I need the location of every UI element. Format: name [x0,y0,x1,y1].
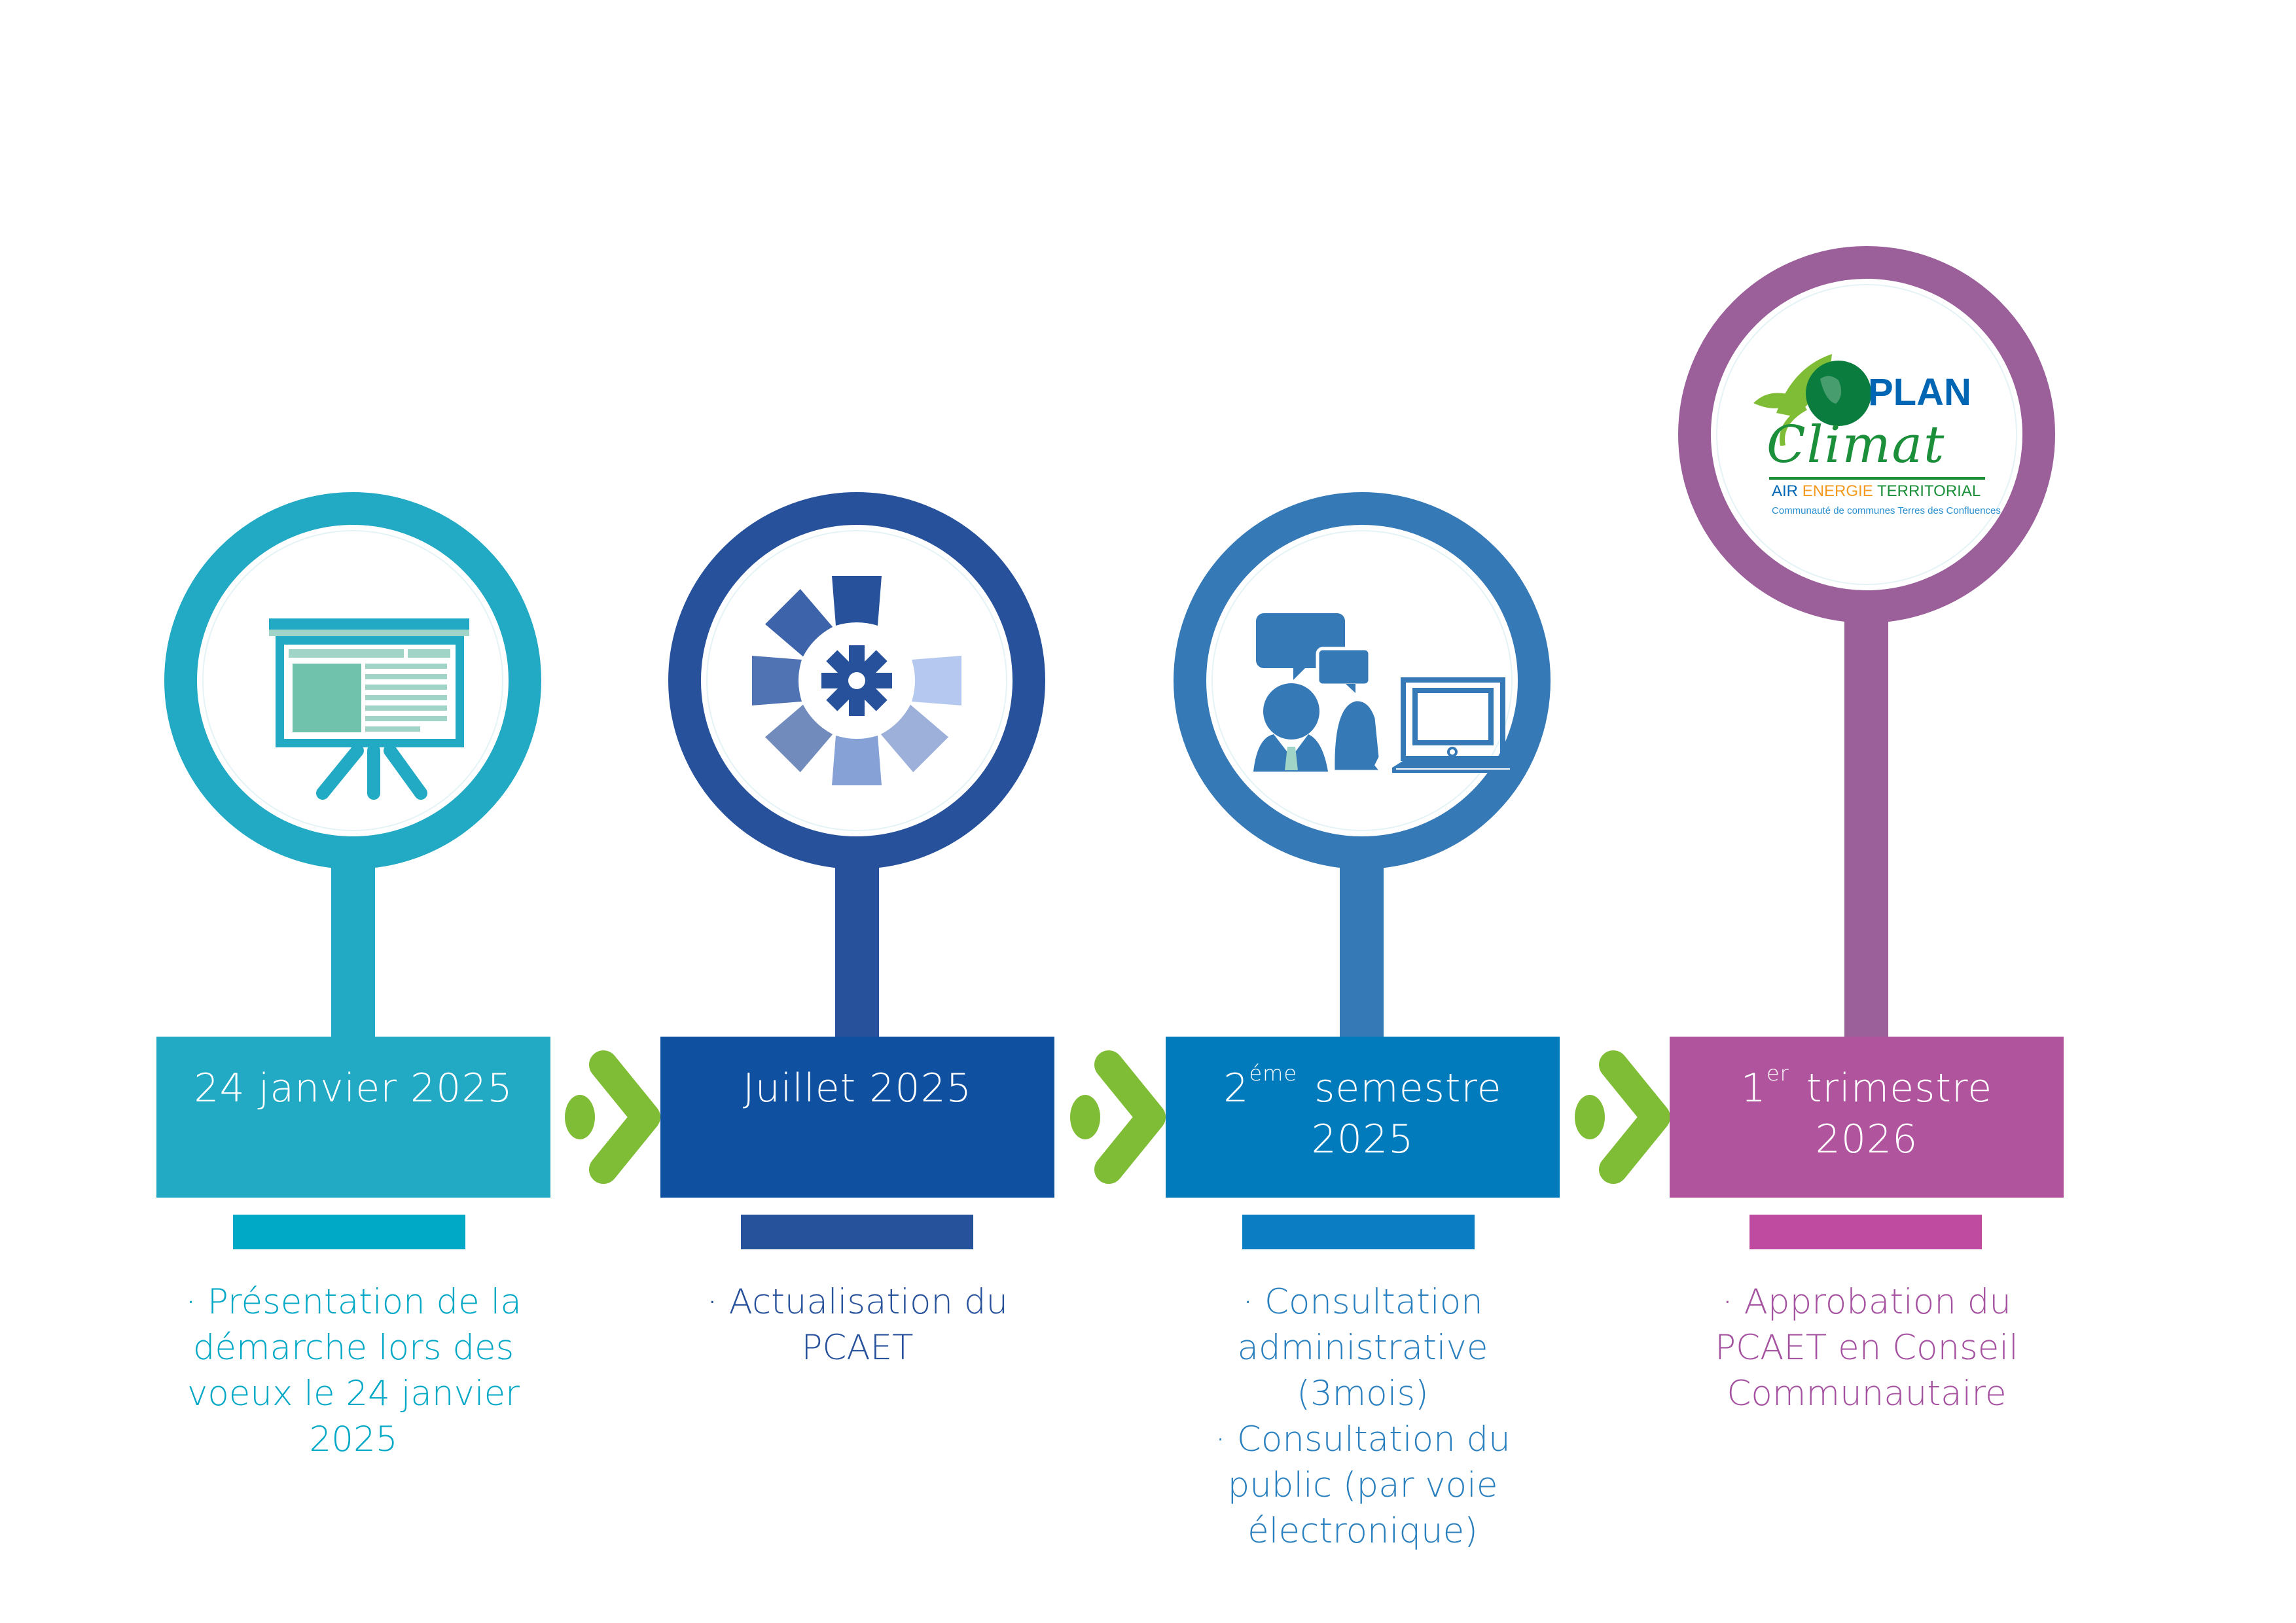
step-2-ring-inner [706,530,1007,831]
logo-leaf-globe-icon [1753,354,1871,446]
logo-air: AIR [1772,482,1799,500]
step-2-description: · Actualisation du PCAET [655,1279,1060,1371]
step-1-stem [331,851,375,1037]
step-3-date-year: 2025 [1311,1116,1414,1162]
presentation-board-icon [269,597,472,800]
logo-climat-text: Climat [1767,416,1946,474]
step-3-date-period: semestre [1314,1065,1502,1111]
step-3-date-ordinal: éme [1249,1061,1298,1086]
step-4-bar [1749,1215,1982,1249]
logo-plan-text: PLAN [1868,371,1971,414]
logo-subtitle: Communauté de communes Terres des Conflu… [1772,505,2001,516]
step-4-description: · Approbation du PCAET en Conseil Commun… [1664,1279,2070,1417]
step-3-bullet-1: · Consultation administrative (3mois) [1237,1282,1488,1414]
logo-tagline: AIR ENERGIE TERRITORIAL [1772,484,1981,499]
step-1-bar [233,1215,465,1249]
next-arrow-2 [1069,1050,1168,1188]
step-3-ring [1174,492,1551,869]
step-1-bullet: · Présentation de la démarche lors des v… [185,1282,522,1459]
logo-energie: ENERGIE [1802,482,1873,500]
step-2-date-box: Juillet 2025 [660,1037,1054,1198]
logo-underline [1769,477,1985,480]
step-1-ring-inner [202,530,503,831]
step-3-bullet-2: · Consultation du public (par voie élect… [1215,1419,1511,1551]
step-1-ring [164,492,541,869]
step-3-date-number: 2 [1223,1065,1249,1111]
step-3-description: · Consultation administrative (3mois) · … [1160,1279,1566,1554]
step-4-bullet: · Approbation du PCAET en Conseil Commun… [1715,1282,2018,1414]
step-2-date: Juillet 2025 [743,1065,972,1111]
next-arrow-1 [564,1050,662,1188]
step-4-stem [1844,602,1888,1037]
step-3-date-line-1: 2éme semestre [1166,1061,1560,1114]
step-3-stem [1340,851,1384,1037]
step-4-ring-inner [1716,284,2017,585]
plan-climat-logo: PLAN Climat AIR ENERGIE TERRITORIAL Comm… [1747,348,2001,524]
step-4-date-ordinal: er [1766,1061,1789,1086]
step-4-date-number: 1 [1740,1065,1767,1111]
logo-territorial: TERRITORIAL [1876,482,1981,500]
step-1-date-box: 24 janvier 2025 [156,1037,550,1198]
step-2-ring [668,492,1045,869]
step-2-bar [741,1215,973,1249]
step-2-stem [835,851,879,1037]
people-chat-laptop-icon [1231,613,1526,777]
step-4-ring: PLAN Climat AIR ENERGIE TERRITORIAL Comm… [1678,246,2055,623]
next-arrow-3 [1574,1050,1672,1188]
step-3-ring-inner [1211,530,1513,831]
gear-segments-icon [742,565,972,796]
step-4-date-year: 2026 [1815,1116,1918,1162]
step-4-date-box: 1er trimestre 2026 [1670,1037,2064,1198]
step-1-date: 24 janvier 2025 [194,1065,513,1111]
step-3-bar [1242,1215,1475,1249]
step-1-description: · Présentation de la démarche lors des v… [151,1279,556,1463]
step-2-bullet: · Actualisation du PCAET [706,1282,1009,1368]
step-3-date-box: 2éme semestre 2025 [1166,1037,1560,1198]
step-4-date-period: trimestre [1806,1065,1993,1111]
step-4-date-line-1: 1er trimestre [1670,1061,2064,1114]
